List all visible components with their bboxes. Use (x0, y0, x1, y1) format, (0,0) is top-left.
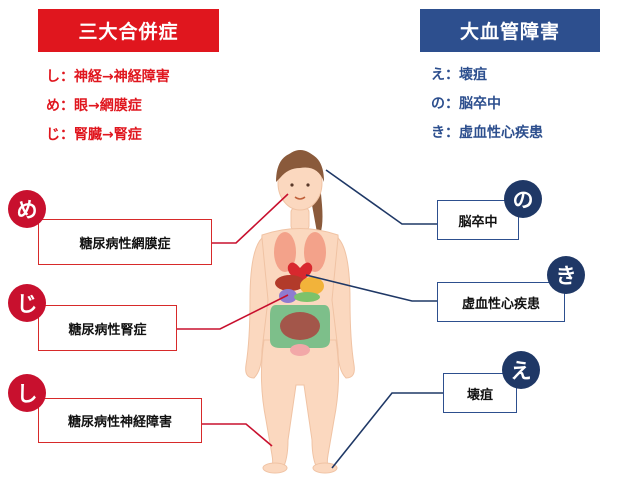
line-retinopathy (210, 193, 289, 244)
badge-ji: じ (8, 284, 46, 322)
bladder (290, 344, 310, 356)
label-retinopathy: 糖尿病性網膜症 (38, 219, 212, 265)
header-three-complications: 三大合併症 (38, 9, 219, 52)
label-nephropathy: 糖尿病性腎症 (38, 305, 177, 351)
badge-e: え (502, 351, 540, 389)
line-ischemic (305, 274, 437, 302)
line-nephropathy (175, 294, 289, 330)
line-stroke (325, 169, 437, 225)
lung-right (304, 232, 326, 272)
badge-ki: き (547, 256, 585, 294)
connectors-right (305, 169, 443, 469)
badge-no: の (504, 180, 542, 218)
badge-shi: し (8, 374, 46, 412)
list-item: じ：腎臓→腎症 (46, 127, 142, 143)
small-intestine (280, 312, 320, 340)
line-gangrene (331, 392, 443, 469)
mnemonic-list-right: え：壊疽 の：脳卒中 き：虚血性心疾患 (431, 61, 543, 148)
pancreas (294, 292, 320, 302)
label-neuropathy: 糖尿病性神経障害 (38, 398, 202, 443)
liver (275, 275, 305, 291)
list-item: の：脳卒中 (431, 96, 501, 112)
mnemonic-list-left: し：神経→神経障害 め：眼→網膜症 じ：腎臓→腎症 (46, 63, 170, 150)
list-item: め：眼→網膜症 (46, 98, 142, 114)
organs (270, 232, 330, 356)
connectors-left (175, 193, 289, 447)
line-neuropathy (200, 423, 273, 447)
header-macrovascular: 大血管障害 (420, 9, 600, 52)
stomach (300, 277, 324, 295)
list-item: き：虚血性心疾患 (431, 125, 543, 141)
kidney (279, 289, 297, 303)
lung-left (274, 232, 296, 272)
label-ischemic: 虚血性心疾患 (437, 282, 565, 322)
list-item: し：神経→神経障害 (46, 69, 170, 85)
list-item: え：壊疽 (431, 67, 487, 83)
badge-me: め (8, 190, 46, 228)
hair-top (276, 152, 324, 182)
